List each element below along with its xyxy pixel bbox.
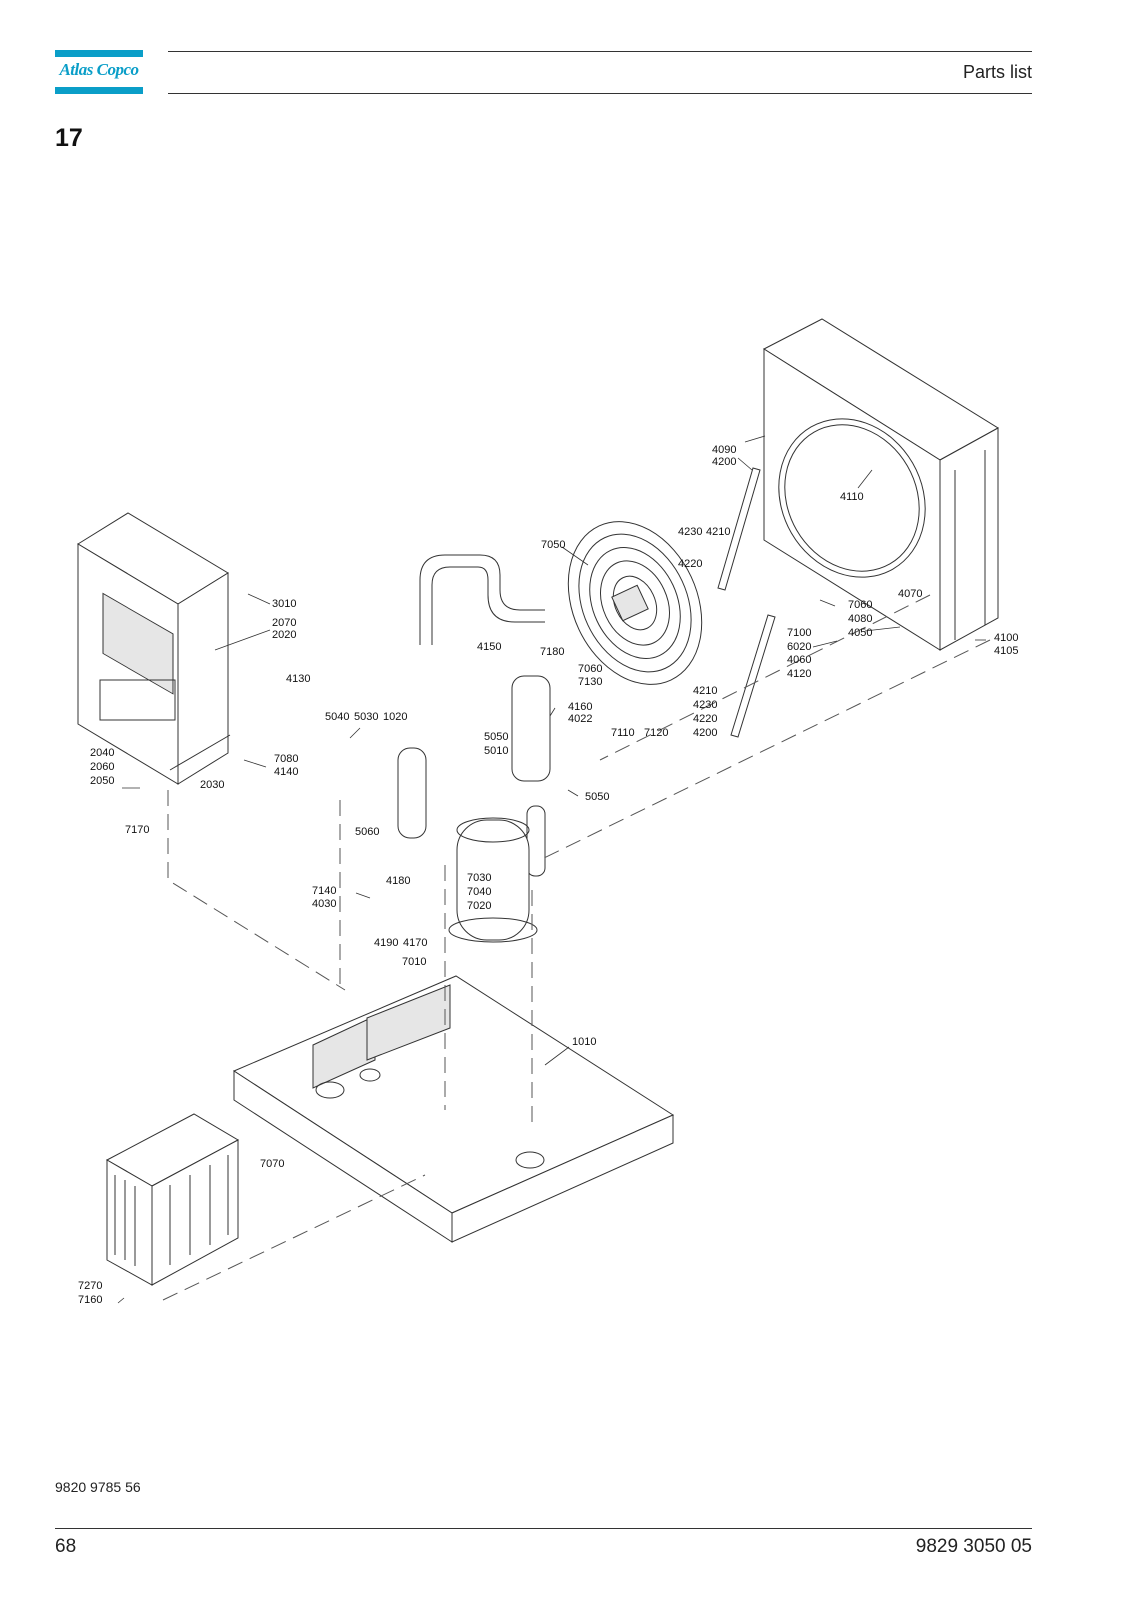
callout-5030: 5030 [354, 711, 378, 723]
callout-4050: 4050 [848, 627, 872, 639]
callout-4230: 4230 [678, 526, 702, 538]
callout-7120: 7120 [644, 727, 668, 739]
callout-2040: 2040 [90, 747, 114, 759]
callout-7270: 7270 [78, 1280, 102, 1292]
document-number: 9829 3050 05 [915, 1536, 1032, 1557]
callout-7020: 7020 [467, 900, 491, 912]
callout-5050: 5050 [585, 791, 609, 803]
callout-4110: 4110 [840, 491, 864, 503]
atlas-copco-logo: Atlas Copco [55, 50, 143, 94]
callout-4060: 4060 [787, 654, 811, 666]
callout-5060: 5060 [355, 826, 379, 838]
callout-7140: 7140 [312, 885, 336, 897]
callout-labels: 4090 4200 4110 4230 4210 4220 7050 4070 … [78, 444, 1018, 1306]
page-number: 68 [55, 1536, 77, 1557]
callout-7110: 7110 [611, 727, 635, 739]
callout-7010: 7010 [402, 956, 426, 968]
header-rule-top [168, 51, 1032, 52]
reference-code: 9820 9785 56 [55, 1479, 141, 1495]
logo-bottom-bar [55, 87, 143, 94]
page-title: Parts list [962, 62, 1032, 82]
refrigerant-piping [397, 554, 551, 877]
fan-guard [567, 521, 703, 685]
assembly-lines [162, 594, 991, 1301]
callout-7180: 7180 [540, 646, 564, 658]
callout-4220: 4220 [693, 713, 717, 725]
callout-4180: 4180 [386, 875, 410, 887]
callout-3010: 3010 [272, 598, 296, 610]
callout-5010: 5010 [484, 745, 508, 757]
callout-4120: 4120 [787, 668, 811, 680]
callout-7100: 7100 [787, 627, 811, 639]
callout-7050: 7050 [541, 539, 565, 551]
callout-4090: 4090 [712, 444, 736, 456]
callout-4210: 4210 [706, 526, 730, 538]
callout-7070: 7070 [260, 1158, 284, 1170]
callout-2050: 2050 [90, 775, 114, 787]
callout-4210: 4210 [693, 685, 717, 697]
transformer-enclosure [105, 1113, 240, 1286]
fan-brackets [717, 467, 776, 738]
callout-6020: 6020 [787, 641, 811, 653]
callout-5040: 5040 [325, 711, 349, 723]
callout-4220: 4220 [678, 558, 702, 570]
logo-top-bar [55, 50, 143, 57]
callout-4160: 4160 [568, 701, 592, 713]
callout-4200: 4200 [693, 727, 717, 739]
callout-2070: 2070 [272, 617, 296, 629]
callout-7160: 7160 [78, 1294, 102, 1306]
compressor [448, 817, 538, 943]
baseplate [232, 975, 675, 1243]
callout-4100: 4100 [994, 632, 1018, 644]
callout-7040: 7040 [467, 886, 491, 898]
callout-1010: 1010 [572, 1036, 596, 1048]
footer-rule [55, 1528, 1032, 1529]
callout-4140: 4140 [274, 766, 298, 778]
callout-4030: 4030 [312, 898, 336, 910]
callout-7060: 7060 [578, 663, 602, 675]
callout-7170: 7170 [125, 824, 149, 836]
callout-1020: 1020 [383, 711, 407, 723]
callout-2060: 2060 [90, 761, 114, 773]
callout-5050: 5050 [484, 731, 508, 743]
callout-7060: 7060 [848, 599, 872, 611]
section-number: 17 [55, 124, 83, 152]
callout-4080: 4080 [848, 613, 872, 625]
callout-4190: 4190 [374, 937, 398, 949]
callout-4150: 4150 [477, 641, 501, 653]
callout-7080: 7080 [274, 753, 298, 765]
callout-4105: 4105 [994, 645, 1018, 657]
callout-7130: 7130 [578, 676, 602, 688]
callout-4230: 4230 [693, 699, 717, 711]
leader-lines [117, 435, 986, 1304]
condenser-housing [762, 318, 999, 651]
electrical-box [77, 512, 231, 785]
callout-4022: 4022 [568, 713, 592, 725]
callout-7030: 7030 [467, 872, 491, 884]
callout-2020: 2020 [272, 629, 296, 641]
callout-4170: 4170 [403, 937, 427, 949]
callout-4130: 4130 [286, 673, 310, 685]
callout-4200: 4200 [712, 456, 736, 468]
header-rule-bottom [168, 93, 1032, 94]
callout-4070: 4070 [898, 588, 922, 600]
callout-2030: 2030 [200, 779, 224, 791]
logo-wordmark: Atlas Copco [59, 60, 139, 79]
